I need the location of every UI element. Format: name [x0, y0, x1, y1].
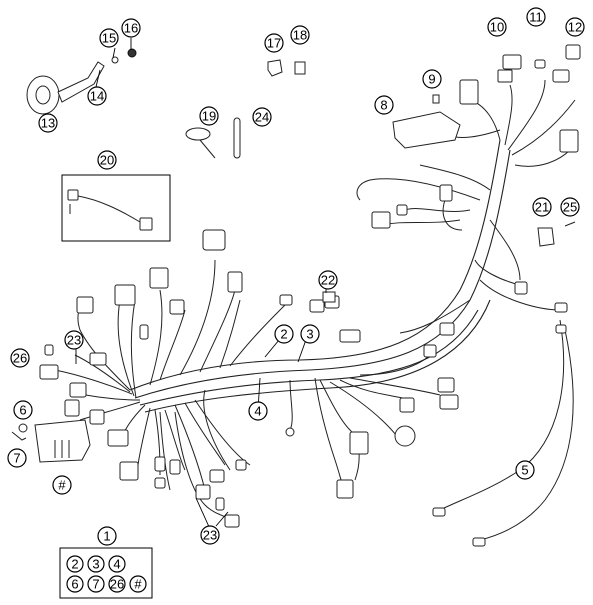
svg-text:21: 21: [535, 200, 549, 215]
svg-text:23: 23: [203, 528, 217, 543]
svg-text:22: 22: [321, 273, 335, 288]
svg-text:17: 17: [267, 36, 281, 51]
horn-assembly: [26, 48, 137, 115]
callout-15: 15: [99, 28, 119, 48]
callout-23-upper: 23: [64, 330, 84, 350]
kit-item-7: 7: [87, 575, 105, 593]
kit-box: [59, 547, 153, 599]
kit-item-hash: #: [129, 575, 147, 593]
svg-text:3: 3: [92, 557, 99, 572]
svg-text:19: 19: [202, 109, 216, 124]
callout-9: 9: [422, 69, 442, 89]
harness-connectors: [39, 44, 581, 528]
callout-26: 26: [10, 348, 30, 368]
callout-10: 10: [487, 17, 507, 37]
svg-text:15: 15: [102, 31, 116, 46]
left-branches: [54, 259, 441, 521]
svg-text:10: 10: [490, 20, 504, 35]
svg-text:11: 11: [529, 10, 543, 25]
kit-item-2: 2: [66, 555, 84, 573]
svg-text:25: 25: [563, 200, 577, 215]
svg-text:13: 13: [41, 116, 55, 131]
svg-text:18: 18: [293, 28, 307, 43]
svg-text:8: 8: [380, 98, 387, 113]
svg-text:6: 6: [19, 403, 26, 418]
svg-text:6: 6: [71, 577, 78, 592]
callout-23-lower: 23: [200, 525, 220, 545]
callout-7: 7: [7, 448, 27, 468]
bracket-hash: [11, 419, 91, 463]
svg-text:#: #: [134, 577, 142, 592]
kit-item-26: 26: [108, 575, 126, 593]
svg-text:4: 4: [254, 404, 261, 419]
svg-text:3: 3: [306, 327, 313, 342]
callout-24: 24: [252, 107, 272, 127]
svg-text:#: #: [58, 478, 66, 493]
callout-11: 11: [526, 7, 546, 27]
svg-text:26: 26: [13, 351, 27, 366]
callout-21: 21: [532, 197, 552, 217]
svg-text:7: 7: [92, 577, 99, 592]
kit-item-6: 6: [66, 575, 84, 593]
callout-hash: #: [52, 475, 72, 495]
sub-harness-5: [432, 319, 574, 547]
svg-text:16: 16: [124, 21, 138, 36]
callout-17: 17: [264, 33, 284, 53]
main-harness: [129, 139, 561, 413]
kit-item-4: 4: [108, 555, 126, 573]
callout-1: 1: [97, 526, 117, 546]
callout-8: 8: [374, 95, 394, 115]
svg-text:2: 2: [280, 327, 287, 342]
small-clips: [185, 59, 576, 303]
callout-6: 6: [13, 400, 33, 420]
callout-19: 19: [199, 106, 219, 126]
callout-18: 18: [290, 25, 310, 45]
svg-text:20: 20: [100, 153, 114, 168]
svg-text:14: 14: [90, 89, 104, 104]
svg-text:5: 5: [521, 463, 528, 478]
callout-22: 22: [318, 270, 338, 290]
svg-text:24: 24: [255, 110, 269, 125]
callout-12: 12: [565, 17, 585, 37]
svg-text:12: 12: [568, 20, 582, 35]
svg-text:2: 2: [71, 557, 78, 572]
callout-5: 5: [515, 460, 535, 480]
callout-16: 16: [121, 18, 141, 38]
svg-text:4: 4: [113, 557, 120, 572]
callout-3: 3: [300, 324, 320, 344]
detail-box-20: [61, 174, 171, 242]
svg-text:26: 26: [110, 577, 124, 592]
svg-text:9: 9: [428, 72, 435, 87]
callout-4: 4: [248, 401, 268, 421]
callout-2: 2: [274, 324, 294, 344]
callout-14: 14: [87, 86, 107, 106]
svg-text:23: 23: [67, 333, 81, 348]
callout-25: 25: [560, 197, 580, 217]
callout-13: 13: [38, 113, 58, 133]
svg-text:7: 7: [13, 451, 20, 466]
callout-20: 20: [97, 150, 117, 170]
svg-text:1: 1: [103, 529, 110, 544]
kit-item-3: 3: [87, 555, 105, 573]
leader-lines: [75, 38, 523, 530]
